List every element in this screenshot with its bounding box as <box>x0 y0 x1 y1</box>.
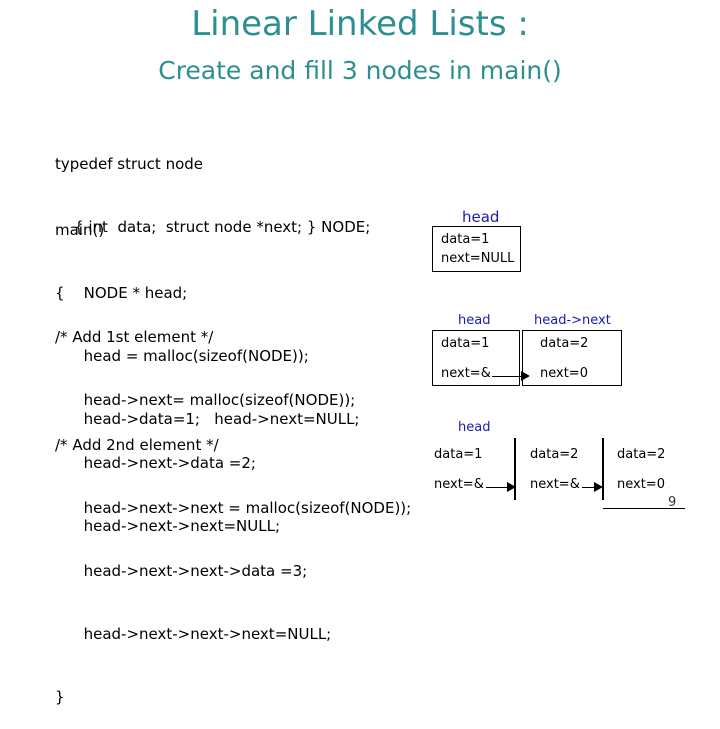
node-data: data=2 <box>540 336 589 351</box>
code-line: head->next->next=NULL; <box>55 517 281 535</box>
node-box <box>432 226 521 272</box>
node-next: next=NULL <box>441 251 515 266</box>
head-label: head <box>458 420 491 435</box>
node-divider <box>602 438 604 500</box>
slide-title: Linear Linked Lists : <box>191 4 529 44</box>
code-line: head->next= malloc(sizeof(NODE)); <box>55 391 356 409</box>
main-code: main() { NODE * head; head = malloc(size… <box>55 178 360 451</box>
second-element-code: /* Add 2nd element */ head->next->next =… <box>55 393 411 729</box>
code-line: head->next->next->next=NULL; <box>55 625 332 643</box>
code-line: main() <box>55 221 105 239</box>
code-line: { int data; struct node *next; } NODE; <box>55 218 371 236</box>
node-next: next=& <box>441 366 491 381</box>
node-data: data=2 <box>617 447 666 462</box>
slide-subtitle: Create and fill 3 nodes in main() <box>158 56 562 85</box>
code-line: typedef struct node <box>55 155 204 173</box>
node-next: next=0 <box>617 477 665 492</box>
node-data: data=1 <box>441 336 490 351</box>
node-data: data=2 <box>530 447 579 462</box>
node-next: next=0 <box>540 366 588 381</box>
node-box <box>522 330 622 386</box>
node-next: next=& <box>434 477 484 492</box>
node-data: data=1 <box>434 447 483 462</box>
pointer-line <box>486 487 510 488</box>
node-box <box>432 330 520 386</box>
code-line: } <box>55 688 65 706</box>
code-line: head->next->next = malloc(sizeof(NODE)); <box>55 499 412 517</box>
typedef-code: typedef struct node { int data; struct n… <box>55 112 370 259</box>
node-divider <box>514 438 516 500</box>
underline <box>603 508 685 509</box>
code-line: /* Add 1st element */ <box>55 328 214 346</box>
code-line: head->next->data =2; <box>55 454 256 472</box>
code-line: { NODE * head; <box>55 284 188 302</box>
node-data: data=1 <box>441 232 490 247</box>
first-element-code: /* Add 1st element */ head->next= malloc… <box>55 285 355 558</box>
code-line: /* Add 2nd element */ <box>55 436 219 454</box>
pointer-line <box>492 376 526 377</box>
node-next: next=& <box>530 477 580 492</box>
code-line: head = malloc(sizeof(NODE)); <box>55 347 309 365</box>
head-label: head <box>458 313 491 328</box>
pointer-line <box>582 487 598 488</box>
code-line: head->next->next->data =3; <box>55 562 308 580</box>
code-line: head->data=1; head->next=NULL; <box>55 410 360 428</box>
head-next-label: head->next <box>534 313 611 328</box>
head-label: head <box>462 208 500 226</box>
page-number: 9 <box>668 495 677 510</box>
pointer-arrow-icon <box>507 482 516 492</box>
pointer-arrow-icon <box>521 371 530 381</box>
pointer-arrow-icon <box>594 482 603 492</box>
